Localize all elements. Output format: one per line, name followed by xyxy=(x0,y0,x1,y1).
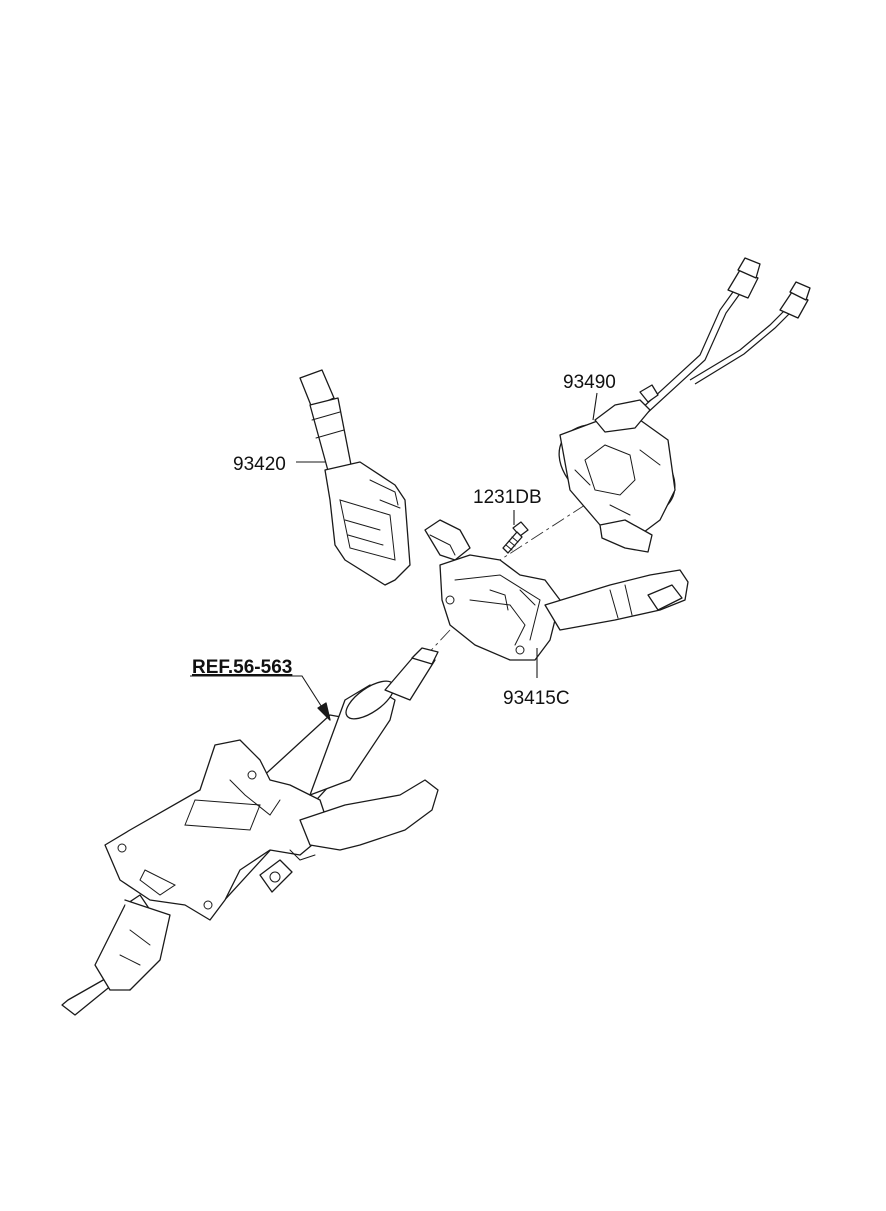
label-93420: 93420 xyxy=(233,454,286,475)
label-ref-56-563[interactable]: REF.56-563 xyxy=(192,657,292,678)
label-93415C: 93415C xyxy=(503,688,570,709)
screw-1231DB xyxy=(502,521,529,554)
multifunction-switch-93415C xyxy=(424,519,689,661)
clock-spring-93490 xyxy=(558,257,811,553)
label-93490: 93490 xyxy=(563,372,616,393)
steering-column xyxy=(61,647,439,1016)
lever-switch-93420 xyxy=(299,369,411,586)
leader-lines xyxy=(190,392,598,721)
label-1231DB: 1231DB xyxy=(473,487,542,508)
